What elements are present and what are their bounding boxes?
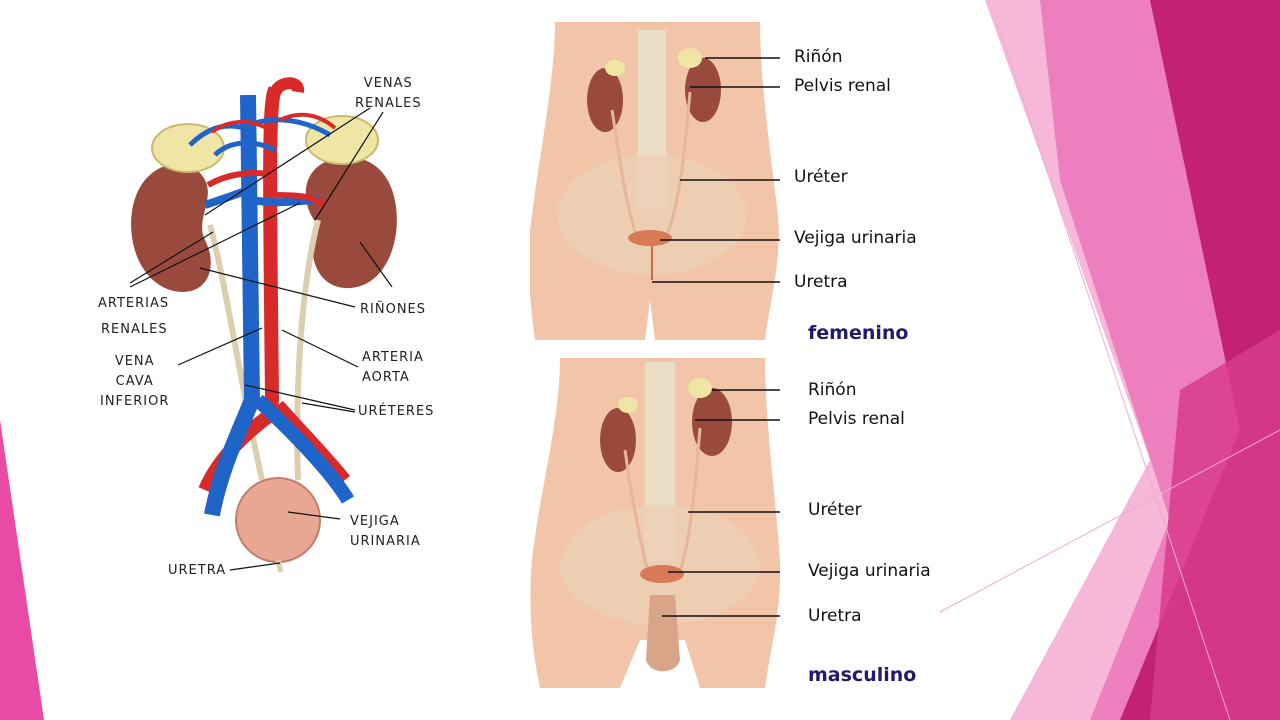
female-label-pelvis-renal: Pelvis renal [794, 76, 891, 96]
left-leader-lines [129, 107, 393, 571]
female-adrenal-right [678, 48, 702, 68]
aorta-arch [269, 77, 304, 97]
label-line: AORTA [362, 370, 410, 385]
label-venas-renales: VENAS RENALES [355, 74, 422, 114]
male-label-pelvis-renal: Pelvis renal [808, 409, 905, 429]
label-vena-cava-inferior: VENA CAVA INFERIOR [100, 352, 169, 412]
renal-artery-right [271, 192, 327, 208]
right-kidney [305, 157, 397, 289]
label-uretra: URETRA [168, 561, 226, 581]
vena-cava [204, 94, 261, 517]
male-body-illustration [530, 358, 780, 688]
label-line: CAVA [115, 374, 154, 389]
left-pink-strip [0, 420, 44, 720]
female-label-ureter: Uréter [794, 167, 848, 187]
male-label-rinon: Riñón [808, 380, 857, 400]
male-label-uretra: Uretra [808, 606, 862, 626]
left-ureter [207, 224, 265, 481]
label-line: VENA [114, 354, 155, 369]
female-kidney-right [685, 58, 721, 122]
label-line: URETRA [168, 563, 227, 578]
male-adrenal-left [618, 397, 638, 413]
label-line: ARTERIAS [98, 296, 170, 311]
bladder [235, 477, 321, 563]
female-label-uretra: Uretra [794, 272, 848, 292]
right-adrenal-gland [305, 115, 379, 165]
female-label-rinon: Riñón [794, 47, 843, 67]
label-rinones: RIÑONES [360, 300, 426, 320]
label-line: INFERIOR [100, 394, 170, 409]
male-pelvis [560, 505, 760, 625]
label-line: RENALES [355, 96, 422, 111]
label-line: RIÑONES [360, 302, 427, 317]
label-line: RENALES [101, 322, 168, 337]
female-body-illustration [530, 22, 780, 340]
male-adrenal-right [688, 378, 712, 398]
label-line: VEJIGA [350, 514, 400, 529]
male-label-vejiga-urinaria: Vejiga urinaria [808, 561, 931, 581]
decor-line [999, 29, 1231, 720]
renal-artery-left [206, 170, 273, 188]
male-label-ureter: Uréter [808, 500, 862, 520]
female-ureter-left [610, 109, 637, 233]
label-vejiga-urinaria: VEJIGA URINARIA [350, 512, 421, 552]
male-ureter-right [678, 427, 702, 573]
female-ureter-right [666, 91, 692, 233]
female-leader-lines [652, 57, 780, 283]
urethra-tube [275, 559, 284, 573]
female-caption: femenino [808, 322, 909, 344]
female-kidney-left [587, 68, 623, 132]
male-ureter-left [623, 449, 650, 573]
male-leader-lines [662, 389, 780, 617]
renal-vein-left [203, 186, 250, 209]
upper-arteries [210, 112, 337, 134]
male-bladder [640, 565, 684, 583]
label-line: URÉTERES [358, 404, 435, 419]
female-pelvis [557, 155, 747, 275]
vena-cava-branch-right [253, 394, 355, 504]
label-arteria-aorta: ARTERIA AORTA [362, 348, 424, 388]
female-adrenal-left [605, 60, 625, 76]
right-pink-accent [1150, 330, 1280, 720]
male-caption: masculino [808, 664, 917, 686]
label-line: URINARIA [350, 534, 421, 549]
aorta-branch-right [273, 400, 351, 485]
decor-line-2 [939, 429, 1280, 613]
label-line: VENAS [363, 76, 413, 91]
male-genitalia [646, 595, 680, 672]
label-line: ARTERIA [362, 350, 424, 365]
urinary-system-diagram [129, 77, 397, 573]
male-kidney-right [692, 388, 732, 456]
left-kidney [131, 164, 211, 292]
label-arterias-renales: ARTERIAS RENALES [98, 294, 169, 340]
male-kidney-left [600, 408, 636, 472]
female-label-vejiga-urinaria: Vejiga urinaria [794, 228, 917, 248]
female-bladder [628, 230, 672, 246]
label-ureteres: URÉTERES [358, 402, 434, 422]
